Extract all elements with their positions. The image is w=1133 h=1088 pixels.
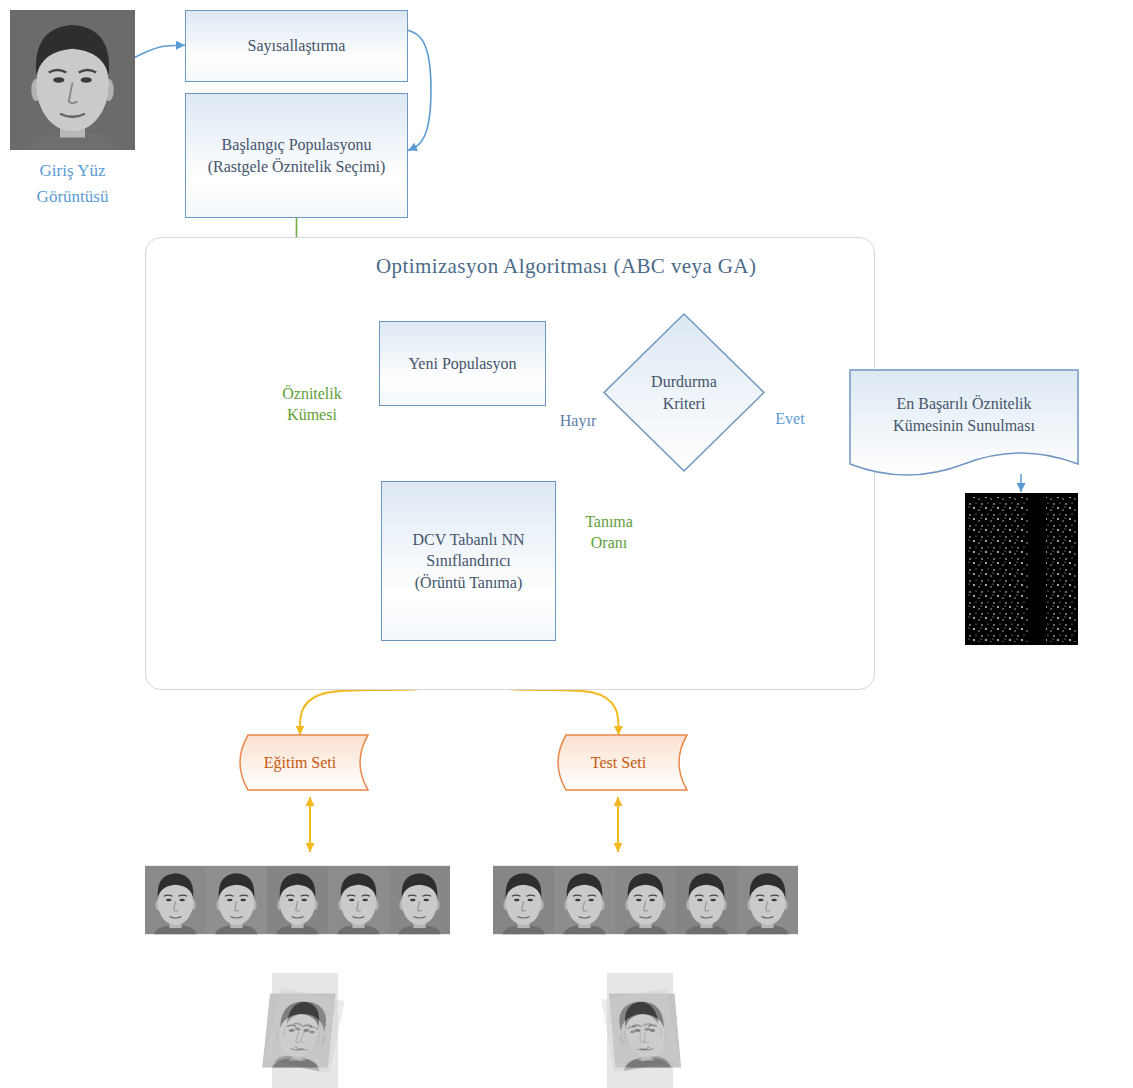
- node-label: En Başarılı Öznitelik Kümesinin Sunulmas…: [872, 393, 1056, 436]
- node-label: Durdurma Kriteri: [642, 371, 726, 414]
- data-store-shape: [558, 735, 687, 790]
- data-store: Test Seti: [550, 735, 687, 790]
- face-thumbnail: [389, 866, 450, 934]
- distorted-training-face: [262, 973, 345, 1088]
- test-faces: [493, 866, 798, 934]
- algorithm-panel: Optimizasyon Algoritması (ABC veya GA) Ye…: [145, 237, 875, 690]
- edge-label: Hayır: [557, 410, 599, 433]
- node-label: Başlangıç Populasyonu (Rastgele Özniteli…: [204, 134, 389, 177]
- face-thumbnail: [328, 866, 389, 934]
- data-link-arrow: [309, 797, 311, 852]
- node-label: Eğitim Seti: [264, 752, 336, 774]
- face-thumbnail: [737, 866, 798, 934]
- training-faces: [145, 866, 450, 934]
- selected-feature-mask: [965, 493, 1078, 645]
- process-box: Yeni Populasyon: [379, 321, 546, 406]
- face-thumbnail: [554, 866, 615, 934]
- data-store-shape: [240, 735, 368, 790]
- classifier-box: DCV Tabanlı NN Sınıflandırıcı (Örüntü Ta…: [381, 481, 556, 641]
- face-thumbnail: [267, 866, 328, 934]
- output-document: En Başarılı Öznitelik Kümesinin Sunulmas…: [850, 370, 1078, 480]
- node-label: Giriş Yüz Görüntüsü: [17, 158, 129, 211]
- face-thumbnail: [206, 866, 267, 934]
- input-image: Giriş Yüz Görüntüsü: [10, 10, 135, 235]
- mask-features: [968, 497, 1028, 642]
- node-label: Yeni Populasyon: [408, 353, 516, 375]
- output-document-shape: [850, 370, 1078, 475]
- edge-label: Öznitelik Kümesi: [273, 383, 351, 427]
- node-label: Test Seti: [591, 752, 646, 774]
- decision-diamond-shape: [604, 314, 764, 471]
- face-thumbnail: [676, 866, 737, 934]
- mask-features: [1046, 497, 1076, 642]
- face-thumbnail: [145, 866, 206, 934]
- flow-connector: [408, 30, 431, 150]
- node-label: DCV Tabanlı NN Sınıflandırıcı (Örüntü Ta…: [400, 529, 537, 594]
- data-link-arrow: [617, 797, 619, 852]
- distorted-test-face: [601, 973, 681, 1088]
- face-layer: [265, 987, 345, 1073]
- face-thumbnail: [615, 866, 676, 934]
- flow-connector: [135, 45, 185, 57]
- decision-diamond: Durdurma Kriteri: [604, 314, 764, 471]
- mask-ground: [965, 493, 1078, 645]
- data-store: Eğitim Seti: [232, 735, 368, 790]
- face-layer: [601, 988, 679, 1072]
- node-label: Sayısallaştırma: [248, 35, 346, 57]
- face-thumbnail: [493, 866, 554, 934]
- output-arrow: [1020, 474, 1022, 492]
- process-box: Başlangıç Populasyonu (Rastgele Özniteli…: [185, 93, 408, 218]
- edge-label: Tanıma Oranı: [576, 511, 642, 555]
- decision-diamond-outline: [604, 314, 764, 471]
- edge-label: Evet: [772, 408, 807, 431]
- process-box: Sayısallaştırma: [185, 10, 408, 82]
- panel-title: Optimizasyon Algoritması (ABC veya GA): [376, 252, 756, 280]
- input-face-photo: [10, 10, 135, 150]
